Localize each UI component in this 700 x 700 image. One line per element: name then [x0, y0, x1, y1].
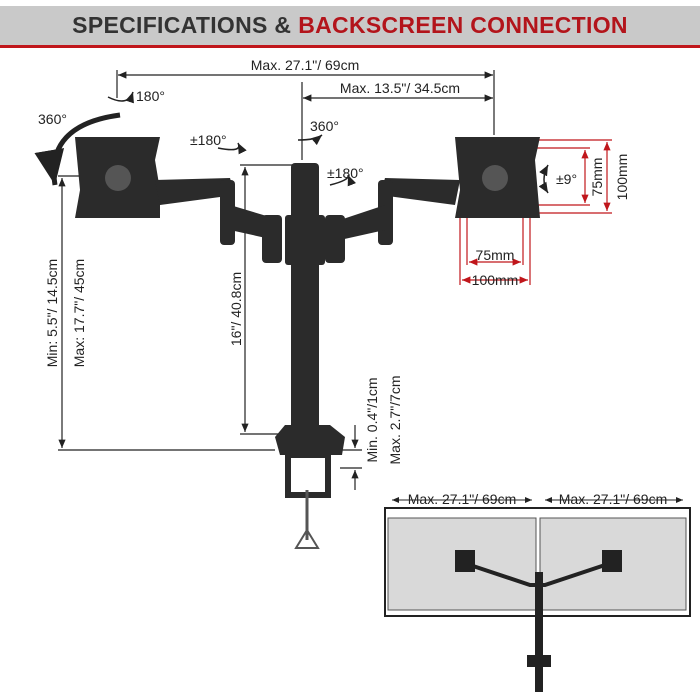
dual-screen-inset [384, 497, 691, 692]
rotation-left-label: 360° [38, 111, 67, 127]
swivel-left-label: ±180° [190, 132, 227, 148]
monitor-mount [75, 137, 540, 549]
height-min-label: Min: 5.5"/ 14.5cm [44, 259, 60, 367]
inset-right-width: Max. 27.1"/ 69cm [559, 491, 667, 507]
rotation-arrows [34, 91, 549, 194]
pole-rotation-label: 360° [310, 118, 339, 134]
clamp-min-label: Min. 0.4"/1cm [364, 377, 380, 462]
tilt-right-label: ±9° [556, 171, 577, 187]
vesa-dimension-lines [459, 139, 612, 285]
tilt-left-label: 180° [136, 88, 165, 104]
vesa-width-small: 75mm [476, 247, 515, 263]
base [275, 425, 345, 455]
vesa-width-large: 100mm [472, 272, 519, 288]
vesa-height-small: 75mm [589, 158, 605, 197]
arm-reach-label: Max. 13.5"/ 34.5cm [340, 80, 460, 96]
title-part1: SPECIFICATIONS & [72, 12, 292, 38]
dimension-lines [58, 70, 495, 490]
title-banner: SPECIFICATIONS & BACKSCREEN CONNECTION [0, 6, 700, 48]
total-width-label: Max. 27.1"/ 69cm [251, 57, 359, 73]
pole [291, 163, 319, 438]
inset-left-width: Max. 27.1"/ 69cm [408, 491, 516, 507]
height-max-label: Max: 17.7"/ 45cm [71, 259, 87, 367]
pole-height-label: 16"/ 40.8cm [228, 272, 244, 346]
title-part2: BACKSCREEN CONNECTION [298, 12, 628, 38]
vesa-height-large: 100mm [614, 154, 630, 201]
swivel-right-label: ±180° [327, 165, 364, 181]
clamp-max-label: Max. 2.7"/7cm [387, 376, 403, 465]
